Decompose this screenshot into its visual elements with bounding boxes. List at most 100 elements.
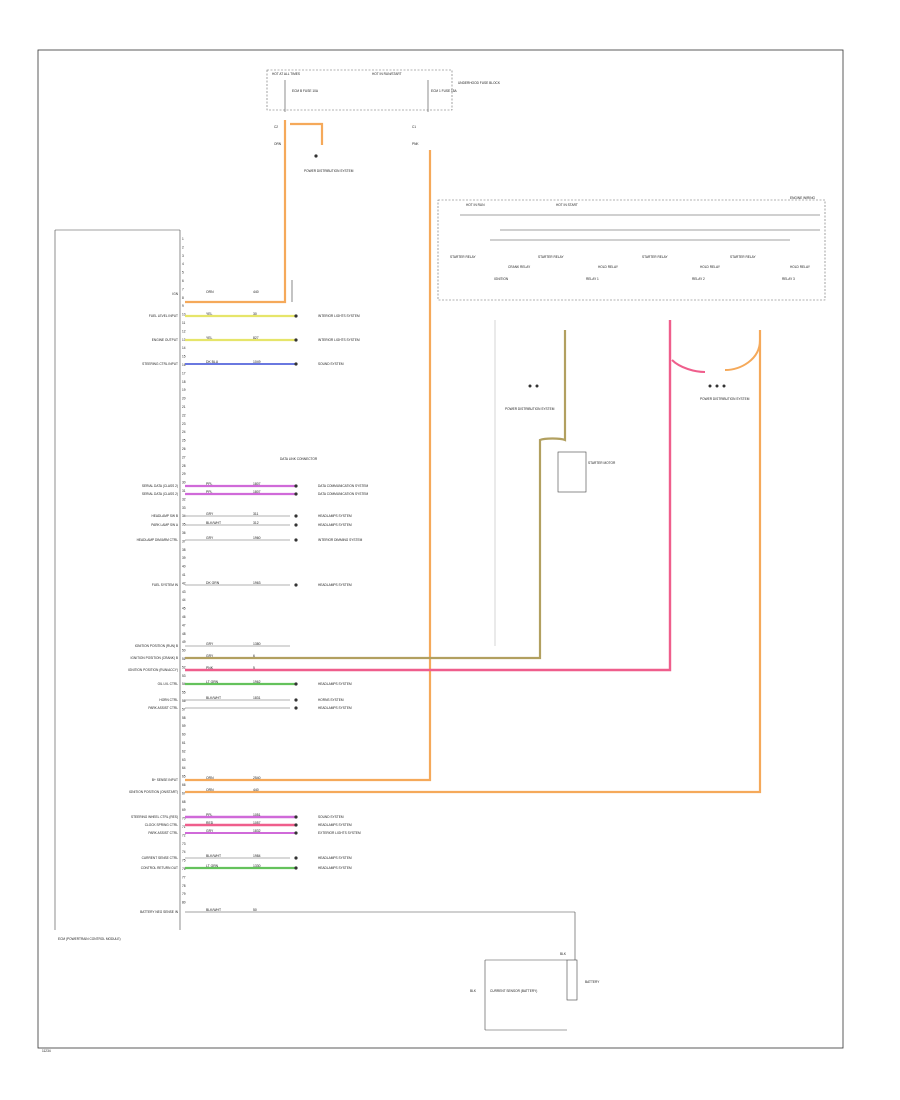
fuse-pin-right: C1 — [412, 125, 416, 129]
fuse-wire-right: PNK — [412, 142, 419, 146]
wire-color-code: ORN — [206, 776, 214, 780]
circuit-number: 311 — [253, 512, 259, 516]
signal-destination: INTERIOR DIMMING SYSTEM — [318, 538, 363, 542]
ecm-pin-number: 3 — [182, 254, 184, 258]
fuse-wire-left: ORN — [274, 142, 282, 146]
signal-destination: DATA COMMUNICATION SYSTEM — [318, 484, 368, 488]
ecm-pin-number: 18 — [182, 380, 186, 384]
circuit-number: 1831 — [253, 696, 261, 700]
ecm-pin-number: 46 — [182, 615, 186, 619]
relay-1-name: IGNITION — [494, 277, 509, 281]
signal-label: ENGINE OUTPUT — [152, 338, 178, 342]
wire-color-code: PPL — [206, 482, 213, 486]
connector-dot — [294, 583, 298, 587]
fuse-block-name: UNDERHOOD FUSE BLOCK — [458, 81, 501, 85]
relay-block-name: ENGINE WIRING — [790, 196, 815, 200]
signal-label: STEERING CTRL INPUT — [142, 362, 178, 366]
wire-color-code: YEL — [206, 312, 213, 316]
wire-color-code: PPL — [206, 490, 213, 494]
signal-label: HORN CTRL — [159, 698, 178, 702]
relay-2-contact: HOLD RELAY — [598, 265, 619, 269]
fuse-pin-left: C2 — [274, 125, 278, 129]
ecm-pin-number: 4 — [182, 262, 184, 266]
signal-destination: HEADLAMPS SYSTEM — [318, 823, 352, 827]
signal-destination: HEADLAMPS SYSTEM — [318, 514, 352, 518]
connector-dot — [294, 338, 298, 342]
wire-orange-ignition — [185, 120, 287, 304]
wire-color-code: RED — [206, 821, 214, 825]
signal-label: PARK ASSIST CTRL — [148, 831, 178, 835]
circuit-number: 440 — [253, 788, 259, 792]
relay-2: STARTER RELAY HOLD RELAY RELAY 1 — [538, 255, 619, 281]
wire-color-code: DK GRN — [206, 581, 220, 585]
ecm-pin-number: 66 — [182, 783, 186, 787]
ecm-pin-number: 24 — [182, 430, 186, 434]
relay-header-right: HOT IN START — [556, 203, 578, 207]
relay-4-switch: STARTER RELAY — [730, 255, 757, 259]
ecm-pin-number: 5 — [182, 271, 184, 275]
signal-label: FUEL LEVEL INPUT — [149, 314, 178, 318]
connector-dot — [294, 314, 298, 318]
ecm-pin-number: 7 — [182, 287, 184, 291]
ecm-pin-number: 33 — [182, 506, 186, 510]
circuit-number: 50 — [253, 908, 257, 912]
connector-dot — [294, 815, 298, 819]
ecm-pin-number: 61 — [182, 741, 186, 745]
fuse-header-left: HOT AT ALL TIMES — [272, 72, 300, 76]
ecm-pin-number: 63 — [182, 758, 186, 762]
ecm-pin-number: 6 — [182, 279, 184, 283]
connector-dot — [294, 823, 298, 827]
signal-destination: HEADLAMPS SYSTEM — [318, 706, 352, 710]
signal-label: OIL LVL CTRL — [158, 682, 179, 686]
wire-color-code: GRY — [206, 642, 214, 646]
ecm-pin-number: 58 — [182, 716, 186, 720]
signal-destination: HEADLAMPS SYSTEM — [318, 682, 352, 686]
ecm-pin-number: 17 — [182, 371, 186, 375]
connector-dot — [294, 866, 298, 870]
ecm-pin-number: 11 — [182, 321, 186, 325]
wire-color-code: BLK/WHT — [206, 854, 221, 858]
circuit-number: 1832 — [253, 829, 261, 833]
ecm-pin-number: 29 — [182, 472, 186, 476]
ecm-pin-number: 19 — [182, 388, 186, 392]
ecm-pin-number: 68 — [182, 800, 186, 804]
relay-3-switch: STARTER RELAY — [642, 255, 669, 259]
ecm-pin-number: 39 — [182, 556, 186, 560]
ecm-pin-number: 65 — [182, 775, 186, 779]
relay-block: HOT IN RUN HOT IN START ENGINE WIRING ST… — [437, 196, 826, 301]
ecm-pin-number: 80 — [182, 901, 186, 905]
connector-dot — [294, 682, 298, 686]
ecm-pin-number: 35 — [182, 523, 186, 527]
fuse-left-label: ECM B FUSE 10A — [292, 89, 319, 93]
ecm-pin-number: 25 — [182, 439, 186, 443]
relay-4-contact: HOLD RELAY — [790, 265, 811, 269]
ecm-pin-number: 59 — [182, 724, 186, 728]
ecm-pin-number: 50 — [182, 649, 186, 653]
circuit-number: 6 — [253, 654, 255, 658]
ecm-pin-number: 60 — [182, 733, 186, 737]
signal-destination: EXTERIOR LIGHTS SYSTEM — [318, 831, 361, 835]
circuit-number: 1807 — [253, 490, 261, 494]
ecm-pin-number: 69 — [182, 808, 186, 812]
ecm-pin-number: 13 — [182, 338, 186, 342]
circuit-number: 2540 — [253, 776, 261, 780]
ecm-pin-number: 64 — [182, 766, 186, 770]
ecm-pin-number: 76 — [182, 867, 186, 871]
battery-wire: BLK — [560, 952, 567, 956]
ecm-pin-number: 34 — [182, 514, 186, 518]
signal-label: BATTERY NEG SENSE IN — [140, 910, 179, 914]
starter-motor-label: STARTER MOTOR — [588, 461, 616, 465]
signal-label: HEADLAMP SW B — [151, 514, 178, 518]
circuit-number: 1960 — [253, 536, 261, 540]
signal-label: STEERING WHEEL CTRL (RES) — [131, 815, 178, 819]
circuit-number: 1330 — [253, 864, 261, 868]
ecm-pin-number: 55 — [182, 691, 186, 695]
data-link-connector: DATA LINK CONNECTOR — [280, 457, 318, 461]
wire-orange-fuse-a — [290, 122, 324, 145]
signal-label: IGNITION POSITION (RUN/ACCY) — [128, 668, 178, 672]
ecm-pin-number: 28 — [182, 464, 186, 468]
connector-dot — [294, 362, 298, 366]
wire-color-code: GRY — [206, 654, 214, 658]
battery-label: BATTERY — [585, 980, 600, 984]
